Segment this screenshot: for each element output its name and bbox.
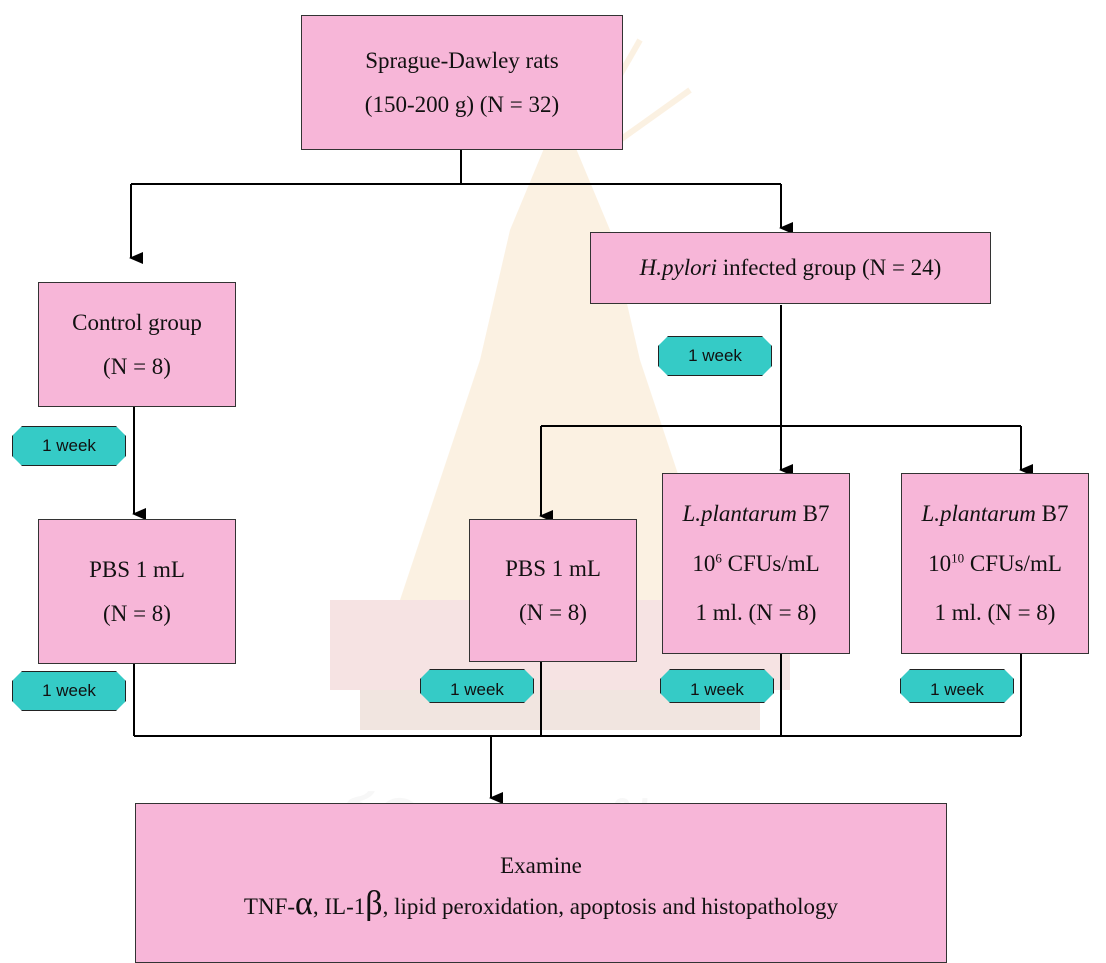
node-control-group: Control group (N = 8) bbox=[38, 282, 236, 407]
node-lplantarum-high-dose: L.plantarum B7 1010 CFUs/mL 1 ml. (N = 8… bbox=[901, 473, 1089, 654]
node-lp-high-exp: 10 bbox=[951, 550, 965, 566]
alpha-symbol: α bbox=[295, 884, 313, 922]
week-tag-control: 1 week bbox=[12, 426, 126, 466]
node-rats-line1: Sprague-Dawley rats bbox=[365, 47, 559, 73]
node-lp-low-italic: L.plantarum bbox=[682, 501, 797, 527]
node-infected-rest: infected group (N = 24) bbox=[716, 255, 942, 281]
node-examine-p1: TNF- bbox=[243, 893, 296, 919]
week-tag-lp-high: 1 week bbox=[900, 669, 1014, 703]
node-lplantarum-low-dose: L.plantarum B7 106 CFUs/mL 1 ml. (N = 8) bbox=[662, 473, 850, 654]
node-examine: Examine TNF-α, IL-1β, lipid peroxidation… bbox=[135, 803, 947, 963]
node-lp-low-line3: 1 ml. (N = 8) bbox=[695, 600, 817, 626]
node-rats-line2: (150-200 g) (N = 32) bbox=[364, 91, 560, 117]
week-tag-pbs-control: 1 week bbox=[12, 671, 126, 711]
node-examine-p2: , IL-1 bbox=[312, 893, 366, 919]
node-lp-low-exp: 6 bbox=[715, 550, 722, 566]
node-lp-high-line3: 1 ml. (N = 8) bbox=[934, 600, 1056, 626]
node-lp-high-unit: CFUs/mL bbox=[964, 550, 1062, 576]
node-sprague-dawley-rats: Sprague-Dawley rats (150-200 g) (N = 32) bbox=[301, 15, 623, 150]
node-pbs-control: PBS 1 mL (N = 8) bbox=[38, 519, 236, 664]
week-tag-infected: 1 week bbox=[658, 336, 772, 376]
node-pbs-control-line1: PBS 1 mL bbox=[89, 556, 185, 582]
node-infected-group: H.pylori infected group (N = 24) bbox=[590, 232, 991, 304]
node-pbs-infected-line2: (N = 8) bbox=[519, 599, 587, 625]
node-lp-low-strain: B7 bbox=[796, 501, 830, 527]
node-pbs-control-line2: (N = 8) bbox=[103, 600, 171, 626]
week-tag-pbs-infected: 1 week bbox=[420, 669, 534, 703]
node-pbs-infected: PBS 1 mL (N = 8) bbox=[469, 519, 637, 662]
node-control-line1: Control group bbox=[72, 309, 202, 335]
node-lp-high-strain: B7 bbox=[1035, 501, 1069, 527]
node-examine-title: Examine bbox=[500, 853, 582, 878]
node-examine-p3: , lipid peroxidation, apoptosis and hist… bbox=[382, 893, 839, 919]
week-tag-lp-low: 1 week bbox=[660, 669, 774, 703]
node-pbs-infected-line1: PBS 1 mL bbox=[505, 555, 601, 581]
node-lp-high-base: 10 bbox=[928, 550, 952, 576]
node-lp-low-unit: CFUs/mL bbox=[721, 550, 820, 576]
node-lp-low-base: 10 bbox=[692, 550, 716, 576]
node-infected-italic: H.pylori bbox=[639, 255, 717, 281]
beta-symbol: β bbox=[365, 884, 383, 922]
connector-lines bbox=[129, 149, 1033, 804]
node-control-line2: (N = 8) bbox=[103, 353, 171, 379]
node-lp-high-italic: L.plantarum bbox=[921, 501, 1036, 527]
